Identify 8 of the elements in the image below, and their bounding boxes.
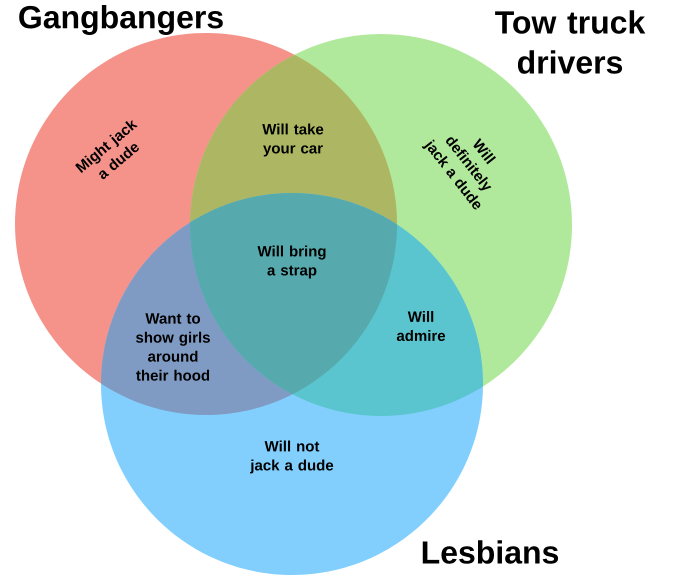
region-text: Will take your car — [262, 124, 324, 156]
region-text: Want to show girls around their hood — [136, 313, 210, 381]
region-text: Will admire — [396, 311, 446, 341]
circle-title: Tow truck drivers — [495, 10, 646, 74]
circle-title: Gangbangers — [19, 5, 223, 35]
region-text: Will not jack a dude — [250, 440, 334, 474]
region-text: Will bring a strap — [258, 246, 326, 278]
circle-title: Lesbians — [422, 540, 558, 564]
